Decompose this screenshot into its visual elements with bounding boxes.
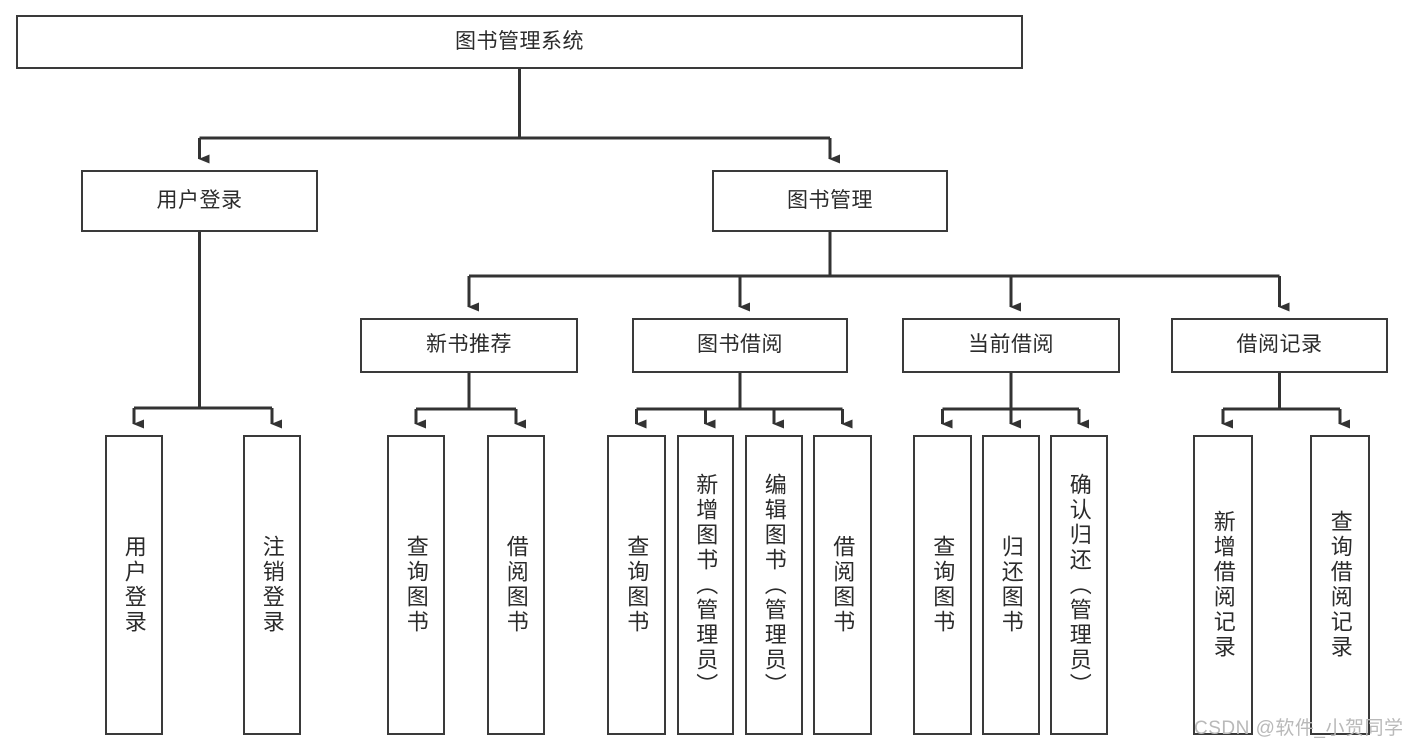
node-leaf-return-book-label: 归还图书 [998, 535, 1024, 635]
node-leaf-query-record[interactable]: 查询借阅记录 [1310, 435, 1370, 735]
node-leaf-confirm-return-label: 确认归还（管理员） [1066, 472, 1092, 698]
node-leaf-query-book-3[interactable]: 查询图书 [913, 435, 972, 735]
node-book-borrow-label: 图书借阅 [697, 333, 783, 357]
node-new-book-recommend-label: 新书推荐 [426, 333, 512, 357]
node-leaf-query-book-2-label: 查询图书 [624, 535, 650, 635]
node-leaf-add-book[interactable]: 新增图书（管理员） [677, 435, 734, 735]
node-leaf-borrow-book-1[interactable]: 借阅图书 [487, 435, 545, 735]
node-leaf-add-record[interactable]: 新增借阅记录 [1193, 435, 1253, 735]
node-leaf-user-login[interactable]: 用户登录 [105, 435, 163, 735]
node-leaf-user-login-label: 用户登录 [121, 535, 147, 635]
node-leaf-query-book-3-label: 查询图书 [930, 535, 956, 635]
node-leaf-add-record-label: 新增借阅记录 [1210, 510, 1236, 660]
node-borrow-record-label: 借阅记录 [1236, 333, 1323, 357]
node-user-login-label: 用户登录 [156, 188, 243, 212]
node-book-manage-label: 图书管理 [787, 188, 873, 212]
node-leaf-add-book-label: 新增图书（管理员） [693, 472, 719, 698]
csdn-watermark: CSDN @软件_小贺同学 [1194, 718, 1404, 739]
node-leaf-query-book-1[interactable]: 查询图书 [387, 435, 445, 735]
node-borrow-record[interactable]: 借阅记录 [1171, 318, 1388, 373]
node-leaf-edit-book-label: 编辑图书（管理员） [761, 472, 787, 698]
node-user-login[interactable]: 用户登录 [81, 170, 318, 232]
node-leaf-confirm-return[interactable]: 确认归还（管理员） [1050, 435, 1108, 735]
node-leaf-logout[interactable]: 注销登录 [243, 435, 301, 735]
node-book-manage[interactable]: 图书管理 [712, 170, 948, 232]
node-leaf-logout-label: 注销登录 [259, 535, 285, 635]
node-leaf-borrow-book-2[interactable]: 借阅图书 [813, 435, 872, 735]
node-current-borrow-label: 当前借阅 [968, 333, 1054, 357]
node-book-borrow[interactable]: 图书借阅 [632, 318, 848, 373]
node-leaf-borrow-book-1-label: 借阅图书 [503, 535, 529, 635]
node-leaf-query-record-label: 查询借阅记录 [1327, 510, 1353, 660]
node-leaf-query-book-2[interactable]: 查询图书 [607, 435, 666, 735]
node-root[interactable]: 图书管理系统 [16, 15, 1023, 69]
node-leaf-query-book-1-label: 查询图书 [403, 535, 429, 635]
node-root-label: 图书管理系统 [455, 29, 584, 53]
node-leaf-borrow-book-2-label: 借阅图书 [830, 535, 856, 635]
node-leaf-edit-book[interactable]: 编辑图书（管理员） [745, 435, 803, 735]
node-leaf-return-book[interactable]: 归还图书 [982, 435, 1040, 735]
node-current-borrow[interactable]: 当前借阅 [902, 318, 1120, 373]
node-new-book-recommend[interactable]: 新书推荐 [360, 318, 578, 373]
